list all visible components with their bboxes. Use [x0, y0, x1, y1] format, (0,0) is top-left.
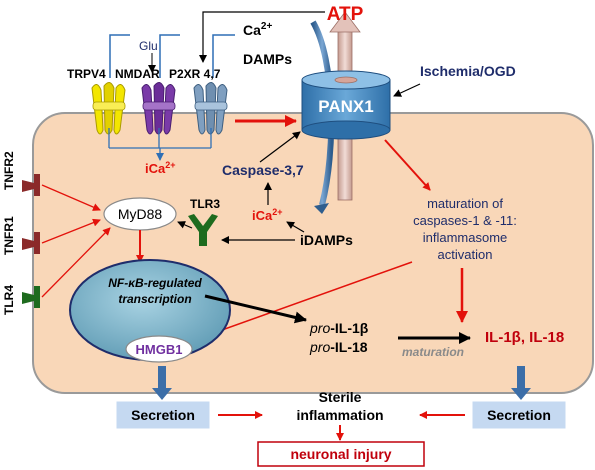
idamps-label: iDAMPs	[300, 232, 353, 248]
trpv4-label: TRPV4	[67, 67, 106, 81]
transcription-to-proil-arrow	[204, 294, 307, 324]
panx1-channel	[301, 70, 391, 140]
caspase37-label: Caspase-3,7	[222, 162, 304, 178]
ica-top-label: iCa2+	[145, 160, 176, 176]
neuronal-injury-box	[257, 441, 425, 467]
secretion-right-box	[472, 401, 566, 429]
p2xr-channel-icon	[193, 82, 228, 135]
sterile-line1: Sterile	[319, 389, 362, 405]
pro-il1b-label: pro-IL-1β	[309, 320, 369, 336]
panx1-label: PANX1	[318, 97, 373, 116]
sterile-line2: inflammation	[296, 407, 383, 423]
p2xr-label: P2XR 4,7	[169, 67, 221, 81]
nmdar-channel-icon	[141, 82, 176, 135]
secretion-right-arrow	[511, 366, 531, 400]
nfkb-line1: NF-κB-regulated	[108, 276, 202, 290]
neuronal-injury-label: neuronal injury	[290, 446, 391, 462]
tlr3-label: TLR3	[190, 197, 220, 211]
tnfr2-label: TNFR2	[2, 151, 16, 190]
maturation-caspases-line4: activation	[438, 247, 493, 262]
myd88-label: MyD88	[118, 206, 163, 222]
maturation-caspases-line2: caspases-1 & -11:	[413, 213, 517, 228]
secretion-left-arrow	[152, 366, 172, 400]
tnfr1-to-myd88-arrow	[41, 218, 101, 244]
trpv4-entry-line	[109, 34, 130, 78]
tlr3-to-myd88-arrow	[177, 221, 193, 229]
hmgb1-label: HMGB1	[136, 342, 183, 357]
trpv4-channel-icon	[91, 82, 126, 135]
maturation-caspases-line3: inflammasome	[423, 230, 508, 245]
tnfr2-to-myd88-arrow	[41, 184, 101, 211]
maturation-caspases-line1: maturation of	[427, 196, 503, 211]
secretion-right-label: Secretion	[487, 407, 551, 423]
secretion-left-label: Secretion	[131, 407, 195, 423]
idamps-to-ica-arrow	[286, 221, 305, 233]
damps-label: DAMPs	[243, 51, 292, 67]
atp-label: ATP	[327, 4, 364, 25]
ca-label: Ca2+	[243, 21, 272, 38]
nmdar-label: NMDAR	[115, 67, 160, 81]
ischemia-arrow	[393, 83, 421, 97]
panx1-to-maturation-arrow	[384, 139, 431, 191]
maturation-label: maturation	[402, 345, 464, 359]
nfkb-line2: transcription	[118, 292, 191, 306]
tlr4-label: TLR4	[2, 285, 16, 315]
tlr4-receptor-icon	[22, 286, 40, 308]
tnfr1-receptor-icon	[22, 232, 40, 254]
hmgb1-node	[125, 335, 193, 363]
nmdar-entry-line	[159, 34, 180, 78]
pro-il18-label: pro-IL-18	[309, 339, 368, 355]
p2xr-entry-line	[212, 34, 235, 78]
il-mature-label: IL-1β, IL-18	[485, 329, 564, 346]
caspase-to-panx1-arrow	[259, 131, 301, 163]
ica-mid-label: iCa2+	[252, 207, 283, 223]
ischemia-label: Ischemia/OGD	[420, 63, 516, 79]
atp-to-p2xr-line	[199, 11, 325, 63]
glu-label: Glu	[139, 39, 158, 53]
tlr3-receptor-icon	[188, 214, 218, 246]
tnfr1-label: TNFR1	[2, 216, 16, 255]
secretion-left-box	[116, 401, 210, 429]
tlr4-to-myd88-arrow	[41, 227, 111, 298]
tnfr2-receptor-icon	[22, 174, 40, 196]
